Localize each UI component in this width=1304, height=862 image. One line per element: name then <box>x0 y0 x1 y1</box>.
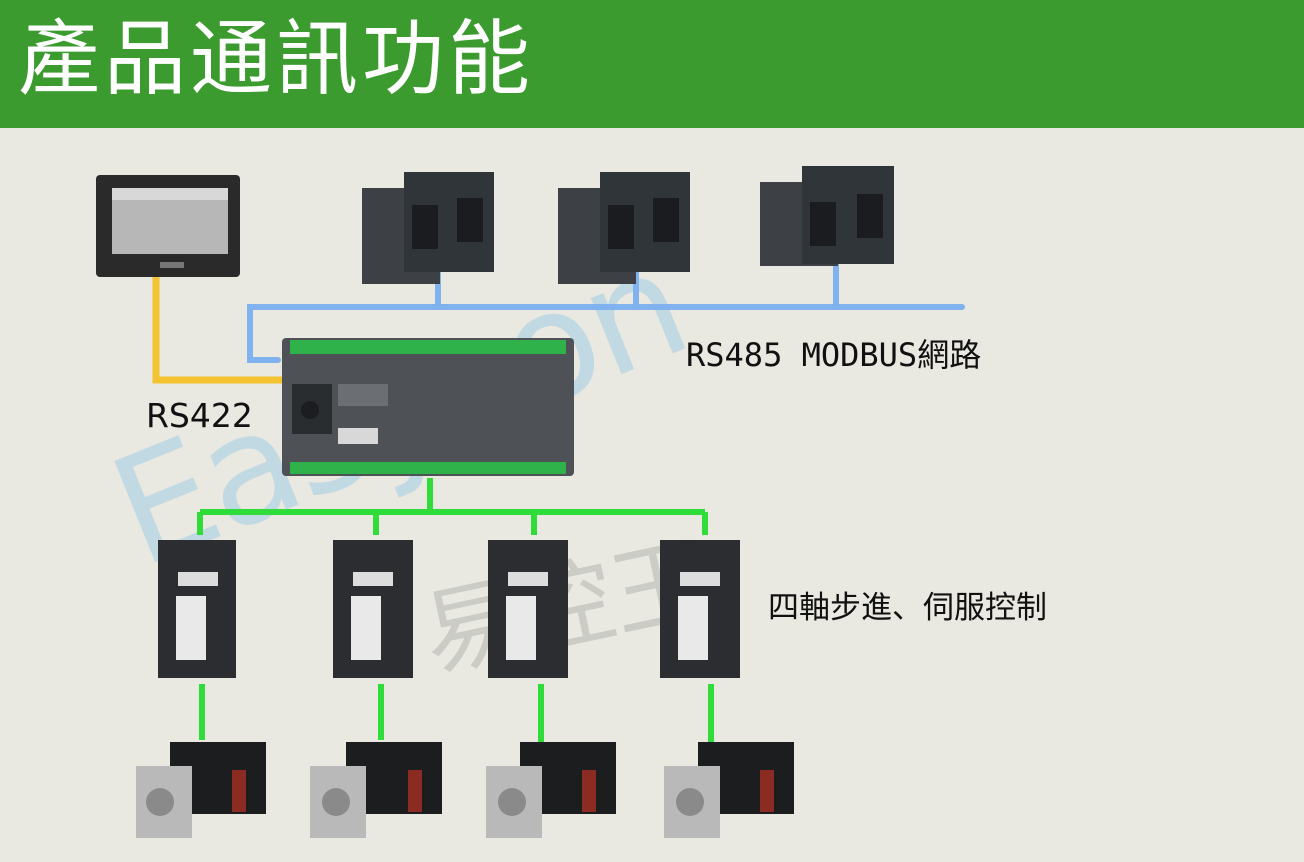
servo-drive <box>488 540 568 678</box>
servo-motor <box>136 742 266 838</box>
rs422-label: RS422 <box>146 396 253 435</box>
vfd-group-3 <box>760 166 894 266</box>
rs422-line <box>152 276 282 384</box>
rs485-label: RS485 MODBUS網路 <box>686 336 982 374</box>
vfd-group-2 <box>558 172 690 284</box>
servo-drive <box>158 540 236 678</box>
servo-motors <box>136 742 794 838</box>
servo-motor <box>486 742 616 838</box>
vfd-group-1 <box>362 172 494 284</box>
plc-controller <box>282 338 574 476</box>
servo-motor <box>664 742 794 838</box>
servo-drives <box>158 540 740 678</box>
servo-drive <box>333 540 413 678</box>
rs485-bus <box>247 259 965 363</box>
servo-drive <box>660 540 740 678</box>
servo-control-label: 四軸步進、伺服控制 <box>768 590 1047 626</box>
page-title: 產品通訊功能 <box>18 12 535 107</box>
servo-motor <box>310 742 442 838</box>
servo-bus <box>197 478 714 760</box>
hmi-touch-screen <box>96 175 240 277</box>
title-bar: 產品通訊功能 <box>0 0 1304 128</box>
